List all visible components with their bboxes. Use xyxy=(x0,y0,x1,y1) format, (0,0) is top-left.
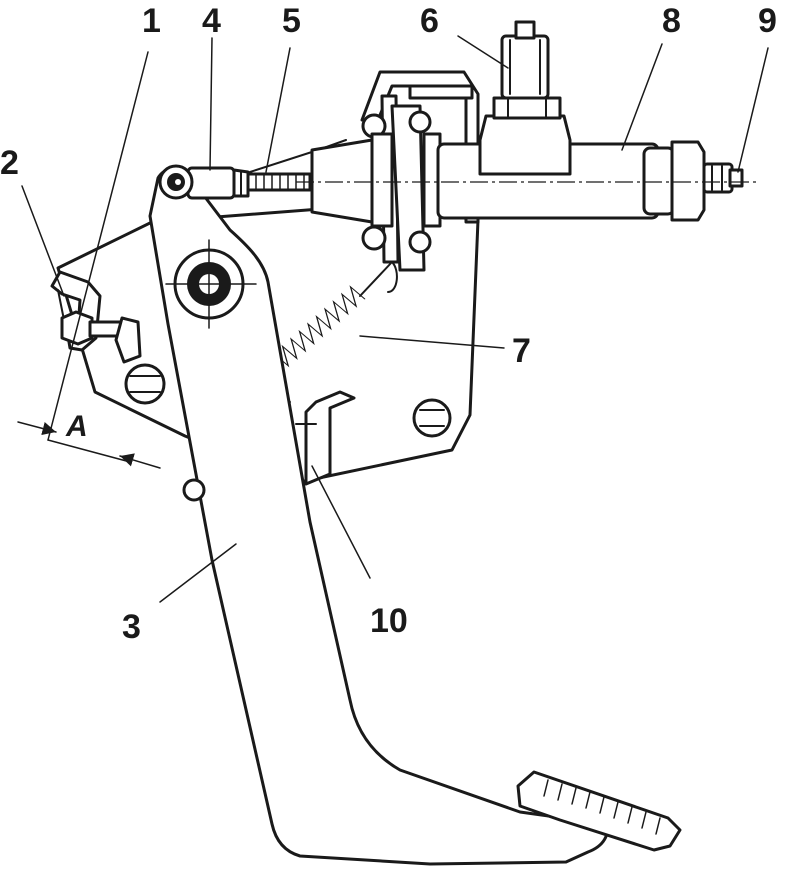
leader-1 xyxy=(47,51,149,441)
pedal-lower-stud xyxy=(182,478,206,502)
callout-5: 5 xyxy=(282,2,301,40)
leader-5 xyxy=(265,47,291,173)
leader-8 xyxy=(621,43,663,151)
clearance-dimension xyxy=(17,421,161,469)
clutch-master-cylinder xyxy=(296,114,760,228)
callout-6: 6 xyxy=(420,2,439,40)
leader-7 xyxy=(359,335,505,349)
leader-4 xyxy=(209,37,213,171)
leader-6 xyxy=(457,35,509,69)
pedal-limiter-bracket xyxy=(295,390,356,486)
bracket-bolt-lower xyxy=(412,398,452,438)
callout-1: 1 xyxy=(142,2,161,40)
master-cylinder-fitting xyxy=(492,20,562,120)
callout-3: 3 xyxy=(122,608,141,646)
leader-2 xyxy=(21,185,65,297)
callout-8: 8 xyxy=(662,2,681,40)
dimension-label-a: A xyxy=(65,410,88,443)
callout-7: 7 xyxy=(512,332,531,370)
push-rod-fork xyxy=(158,164,250,200)
callout-labels: 1 2 3 4 5 6 7 8 9 10 A xyxy=(0,2,777,646)
callout-2: 2 xyxy=(0,144,19,182)
pedal-foot-pad xyxy=(516,770,682,852)
callout-10: 10 xyxy=(370,602,408,640)
pedal-stop-bolt xyxy=(60,310,142,364)
leader-lines xyxy=(21,35,769,603)
leader-3 xyxy=(159,543,237,603)
callout-9: 9 xyxy=(758,2,777,40)
callout-4: 4 xyxy=(202,2,221,40)
master-cylinder-push-rod xyxy=(246,139,347,192)
clutch-pedal-lever xyxy=(148,167,682,866)
leader-9 xyxy=(737,47,769,173)
leader-10 xyxy=(311,465,371,579)
bracket-bolt-left xyxy=(124,363,166,405)
